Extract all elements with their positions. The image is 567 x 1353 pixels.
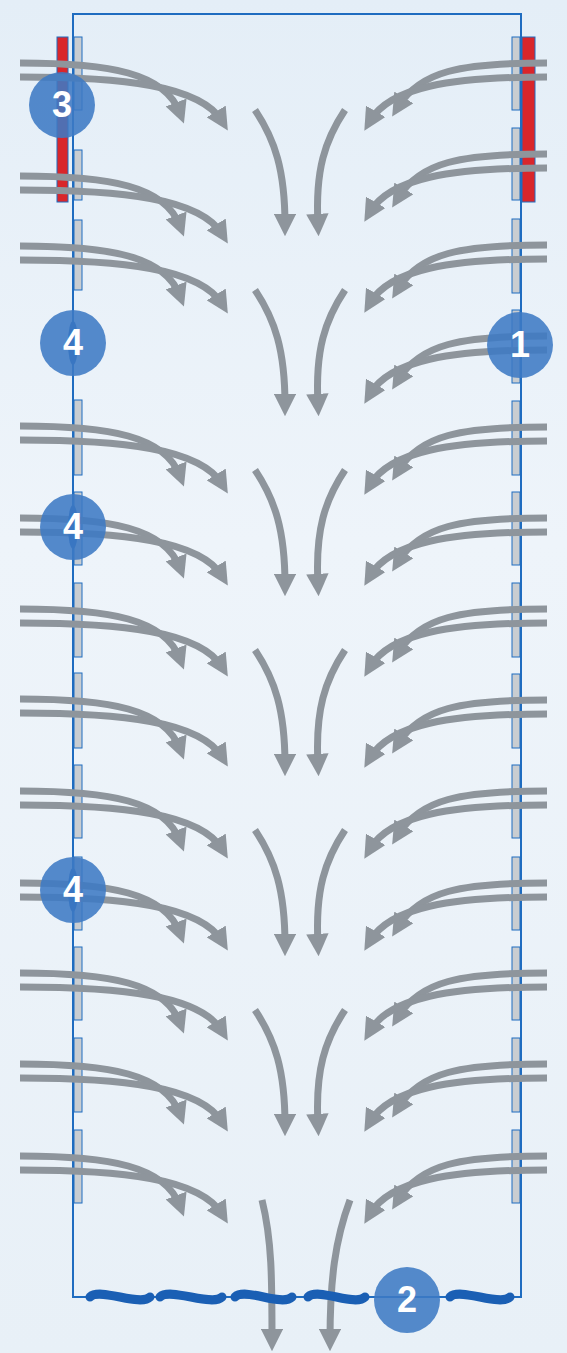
airflow-arrow [20,987,222,1031]
airflow-arrow [317,110,345,225]
callout-circle: 4 [40,310,106,376]
vent-slot [74,673,82,748]
exhaust-slot [160,1294,222,1300]
callout-circle: 4 [40,494,106,560]
vent-slot [74,1038,82,1112]
callout-number: 4 [63,872,83,908]
airflow-arrow [20,1170,222,1214]
airflow-arrow [317,1010,345,1125]
callout-number: 4 [63,509,83,545]
exhaust-slot [308,1294,365,1300]
airflow-arrow [255,830,285,945]
airflow-arrow [20,440,222,484]
airflow-arrow [370,441,547,485]
vent-slot [74,220,82,290]
airflow-arrow [370,897,547,941]
callout-number: 1 [510,327,530,363]
callout-number: 2 [397,1282,417,1318]
airflow-arrow [20,260,222,304]
airflow-arrow [255,1010,285,1125]
vent-slot [512,765,520,838]
airflow-arrow [370,77,547,121]
callout-circle: 1 [487,312,553,378]
vent-slot [74,765,82,838]
exhaust-slot [90,1294,150,1300]
airflow-arrow [255,290,285,405]
room-outline [73,14,521,1297]
airflow-arrow [317,290,345,405]
airflow-arrow [20,190,222,234]
airflow-arrow [262,1200,272,1340]
vent-slot [74,1130,82,1203]
callout-circle: 2 [374,1267,440,1333]
callout-number: 4 [63,325,83,361]
airflow-arrow [370,987,547,1031]
airflow-arrow [370,532,547,576]
vent-slot [512,128,520,200]
airflow-arrow [370,623,547,667]
airflow-arrow [370,259,547,303]
airflow-arrow [255,110,285,225]
exhaust-slot [235,1294,292,1300]
airflow-arrow [20,1078,222,1122]
airflow-arrow [370,714,547,758]
airflow-arrow [370,168,547,212]
vent-slot [512,947,520,1020]
exhaust-slot [450,1294,510,1300]
callout-circle: 3 [29,72,95,138]
airflow-arrows [20,63,547,1340]
airflow-arrow [255,650,285,765]
vent-slot [74,400,82,475]
airflow-arrow [20,805,222,849]
airflow-arrow [20,623,222,667]
airflow-arrow [370,1078,547,1122]
callout-circle: 4 [40,857,106,923]
vent-slot [512,37,520,110]
airflow-arrow [370,805,547,849]
airflow-arrow [317,650,345,765]
vent-slot [74,947,82,1020]
vent-slot [512,492,520,565]
airflow-arrow [370,1170,547,1214]
airflow-arrow [20,713,222,757]
airflow-arrow [317,470,345,585]
vent-slot [74,583,82,657]
airflow-arrow [317,830,345,945]
airflow-arrow [330,1200,350,1340]
vent-slot [512,857,520,930]
vent-slot [512,1130,520,1203]
seal-marks [68,321,78,912]
airflow-arrow [255,470,285,585]
callout-number: 3 [52,87,72,123]
exhaust-slots [90,1294,510,1300]
